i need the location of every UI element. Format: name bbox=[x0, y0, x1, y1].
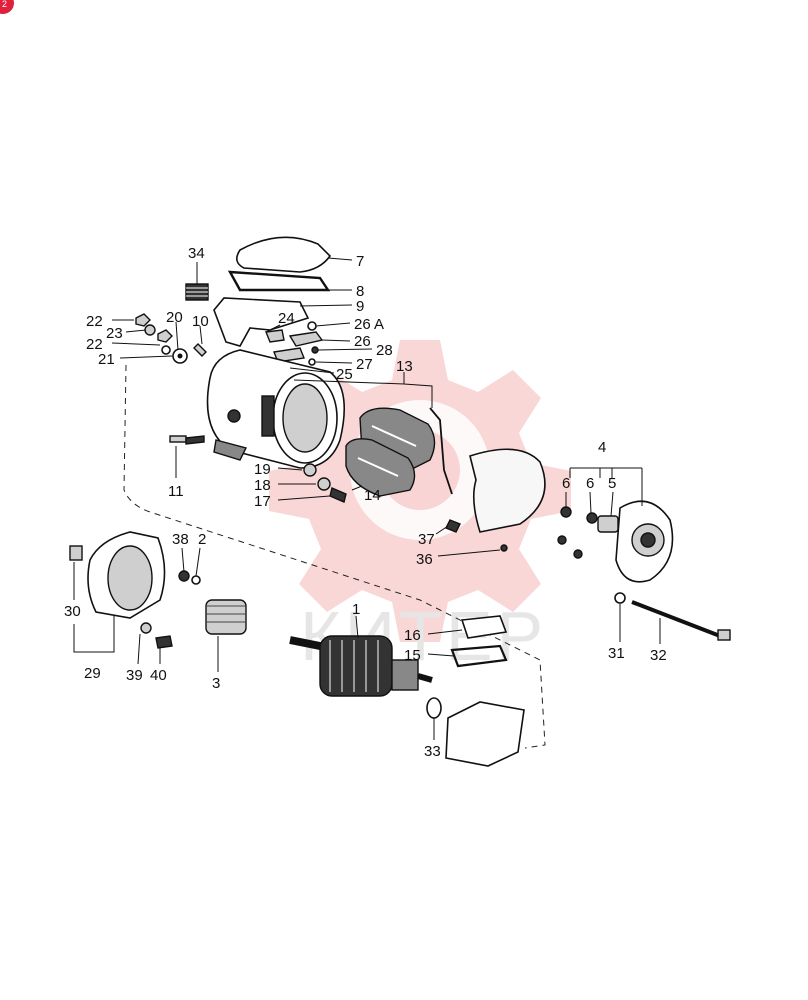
callout-10: 10 bbox=[192, 313, 209, 330]
part-small-hardware bbox=[135, 313, 207, 364]
callout-22-bottom: 22 bbox=[86, 336, 103, 353]
callout-labels: 34 7 8 9 26 A 26 28 27 25 24 10 20 22 23… bbox=[64, 245, 667, 760]
part-screw bbox=[169, 435, 205, 445]
callout-26a: 26 A bbox=[354, 316, 384, 333]
part-washer bbox=[426, 697, 442, 719]
part-spring bbox=[185, 283, 209, 301]
callout-8: 8 bbox=[356, 283, 364, 300]
callout-13: 13 bbox=[396, 358, 413, 375]
callout-40: 40 bbox=[150, 667, 167, 684]
callout-27: 27 bbox=[356, 356, 373, 373]
callout-29: 29 bbox=[84, 665, 101, 682]
callout-34: 34 bbox=[188, 245, 205, 262]
callout-22-top: 22 bbox=[86, 313, 103, 330]
callout-30: 30 bbox=[64, 603, 81, 620]
part-pole-band bbox=[469, 448, 546, 533]
callout-37: 37 bbox=[418, 531, 435, 548]
part-cover bbox=[236, 236, 332, 273]
callout-25: 25 bbox=[336, 366, 353, 383]
page-number-text: 2 bbox=[2, 0, 8, 9]
part-drive-hardware bbox=[140, 570, 201, 649]
part-bracket bbox=[445, 701, 525, 767]
callout-4: 4 bbox=[598, 439, 606, 456]
callout-6-left: 6 bbox=[562, 475, 570, 492]
part-terminals bbox=[265, 321, 324, 366]
part-through-bolt bbox=[614, 592, 731, 641]
part-drive-end-housing bbox=[69, 531, 166, 619]
callout-16: 16 bbox=[404, 627, 421, 644]
callout-32: 32 bbox=[650, 647, 667, 664]
part-armature bbox=[289, 635, 433, 697]
callout-18: 18 bbox=[254, 477, 271, 494]
callout-7: 7 bbox=[356, 253, 364, 270]
callout-21: 21 bbox=[98, 351, 115, 368]
callout-24: 24 bbox=[278, 310, 295, 327]
part-gasket bbox=[227, 270, 331, 292]
callout-39: 39 bbox=[126, 667, 143, 684]
callout-14: 14 bbox=[364, 487, 381, 504]
part-small-screws bbox=[445, 519, 508, 552]
callout-36: 36 bbox=[416, 551, 433, 568]
callout-2: 2 bbox=[198, 531, 206, 548]
callout-23: 23 bbox=[106, 325, 123, 342]
callout-3: 3 bbox=[212, 675, 220, 692]
callout-9: 9 bbox=[356, 298, 364, 315]
callout-5: 5 bbox=[608, 475, 616, 492]
callout-26: 26 bbox=[354, 333, 371, 350]
part-commutator-end-frame bbox=[557, 500, 674, 583]
leader-lines bbox=[73, 257, 661, 740]
callout-15: 15 bbox=[404, 647, 421, 664]
callout-31: 31 bbox=[608, 645, 625, 662]
part-field-frame bbox=[206, 349, 346, 469]
callout-33: 33 bbox=[424, 743, 441, 760]
part-pinion-drive bbox=[205, 599, 247, 635]
callout-28: 28 bbox=[376, 342, 393, 359]
callout-1: 1 bbox=[352, 601, 360, 618]
part-bolt-set bbox=[303, 463, 347, 503]
callout-20: 20 bbox=[166, 309, 183, 326]
callout-38: 38 bbox=[172, 531, 189, 548]
callout-19: 19 bbox=[254, 461, 271, 478]
callout-17: 17 bbox=[254, 493, 271, 510]
page-number-badge: 2 bbox=[0, 0, 14, 14]
part-insulator-pads bbox=[450, 615, 508, 668]
callout-11: 11 bbox=[168, 483, 184, 500]
part-field-coils bbox=[345, 407, 453, 497]
callout-6-right: 6 bbox=[586, 475, 594, 492]
